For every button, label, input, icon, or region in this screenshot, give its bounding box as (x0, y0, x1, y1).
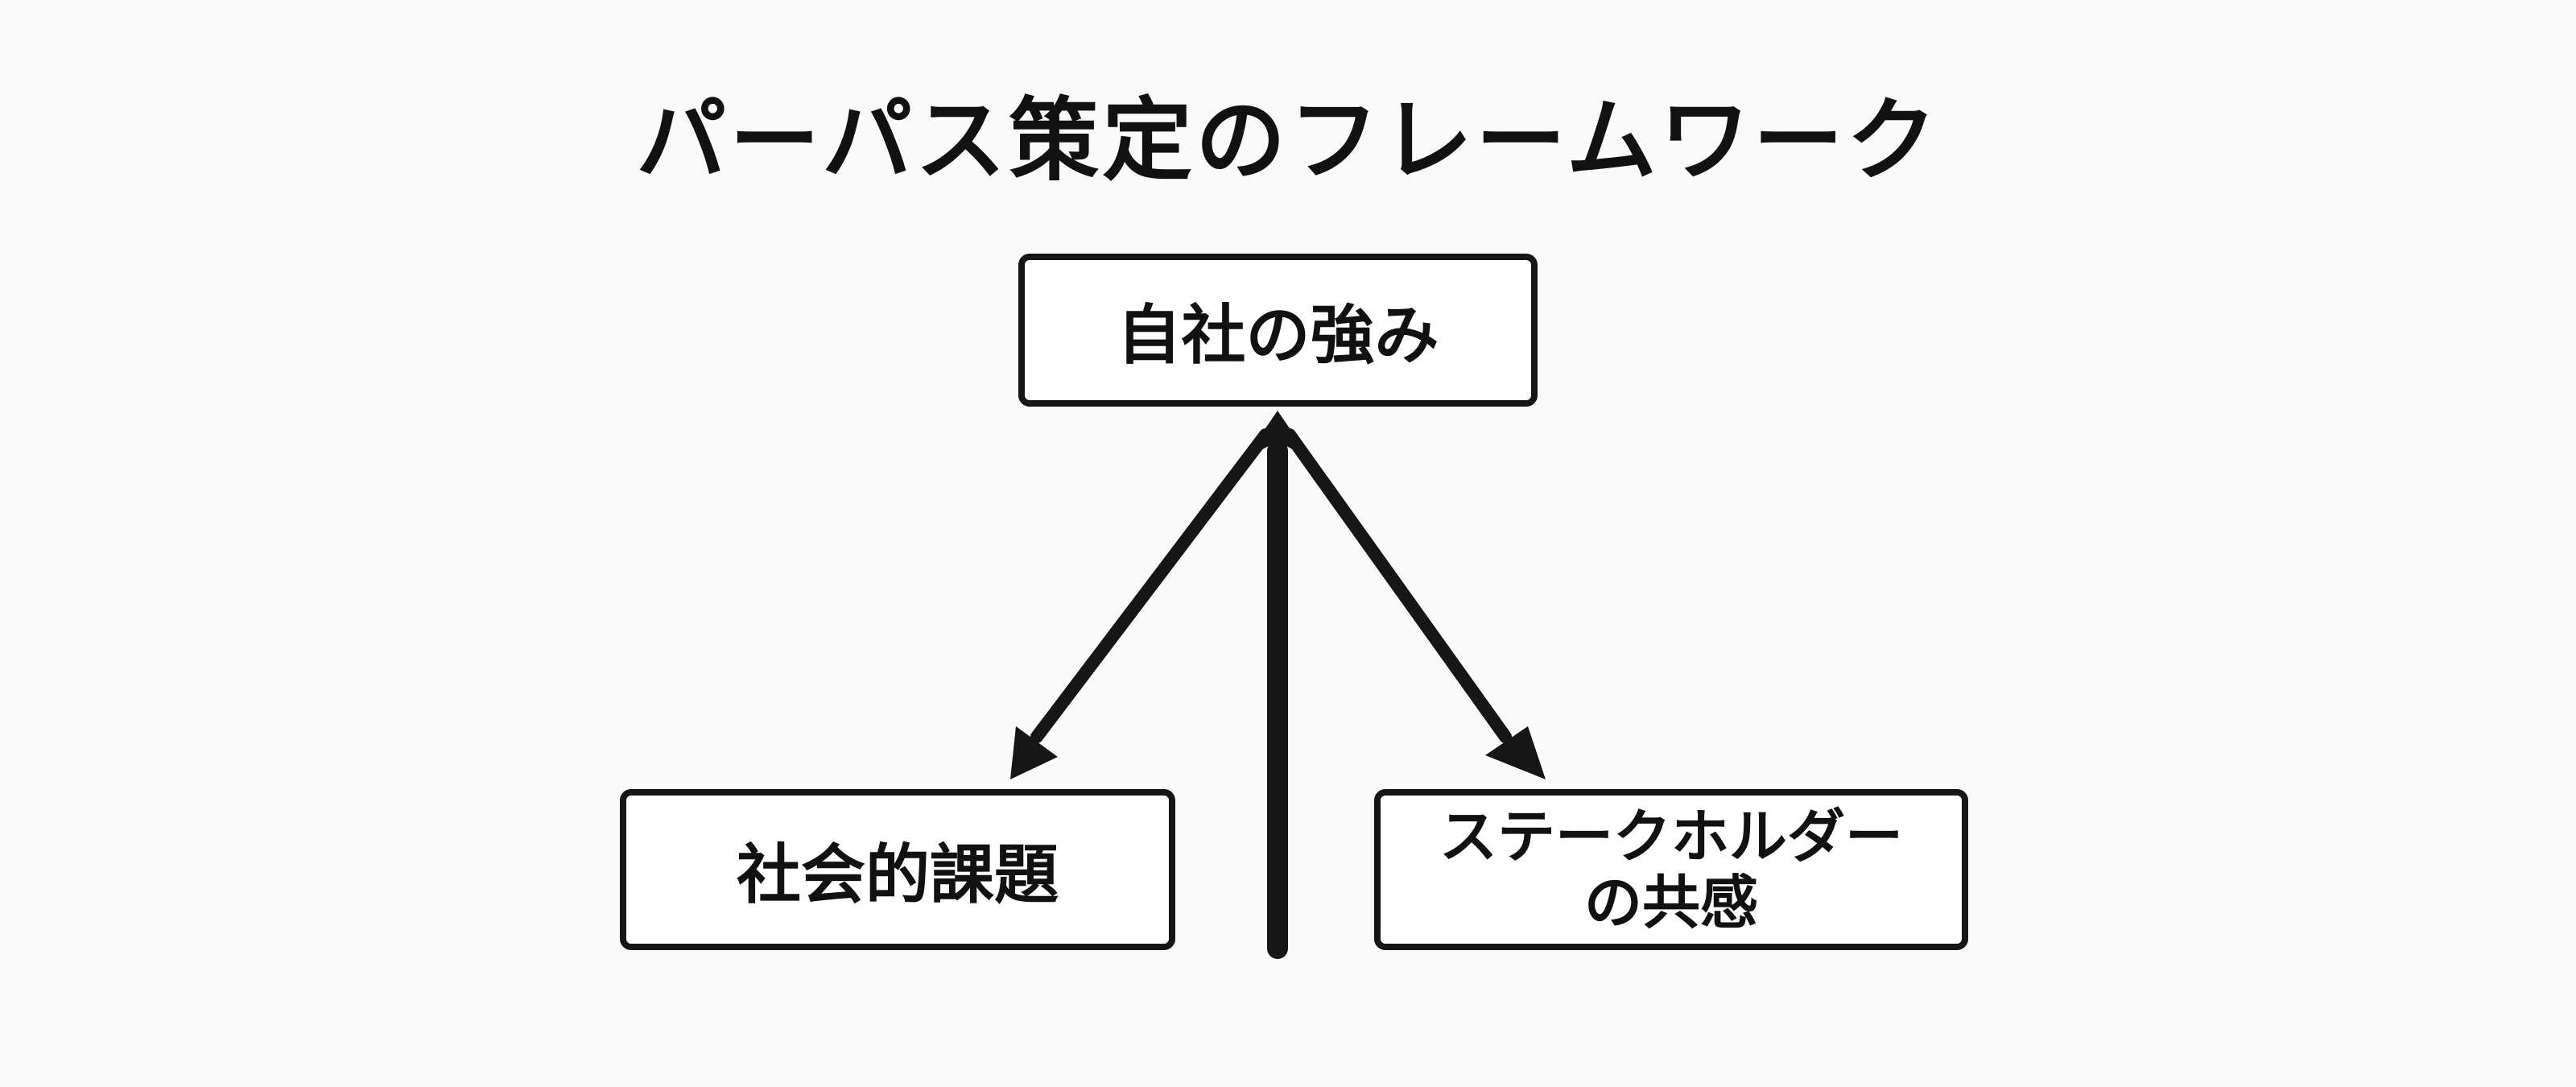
left-arrow-line (1030, 428, 1272, 743)
node-company-strengths: 自社の強み (1018, 254, 1538, 407)
left-arrowhead (1010, 726, 1058, 779)
node-stakeholder-empathy: ステークホルダー の共感 (1374, 789, 1968, 950)
right-arrow-line (1283, 428, 1512, 743)
diagram-title: パーパス策定のフレームワーク (636, 89, 1940, 193)
node-social-issues: 社会的課題 (620, 789, 1175, 950)
node-stakeholder-empathy-line2: の共感 (1583, 869, 1758, 936)
node-stakeholder-empathy-line1: ステークホルダー (1439, 803, 1903, 870)
node-company-strengths-label: 自社の強み (1117, 298, 1439, 373)
right-arrowhead (1485, 726, 1546, 779)
node-social-issues-label: 社会的課題 (737, 837, 1059, 912)
